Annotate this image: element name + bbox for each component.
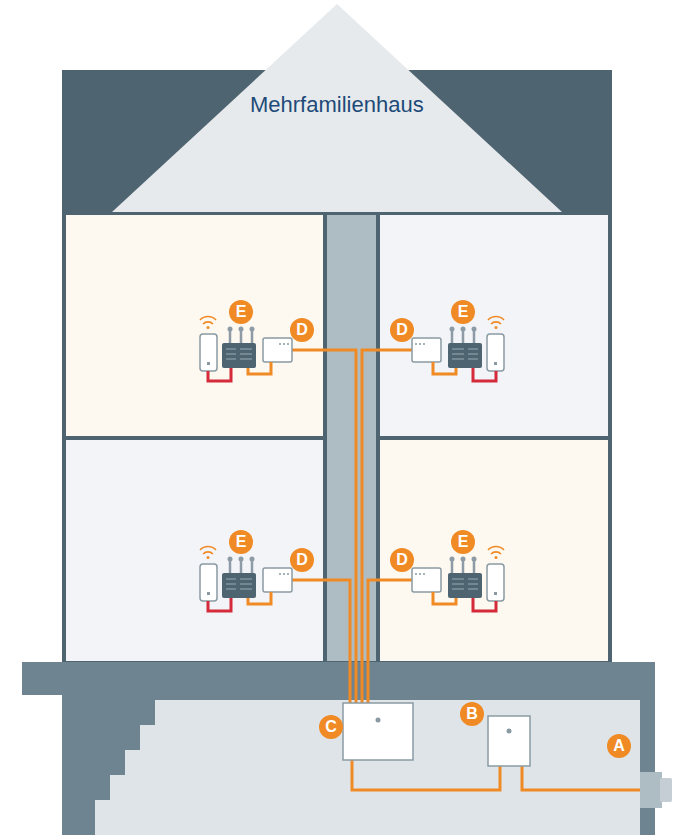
callout-letter: E [229,530,253,554]
callout-letter: D [290,548,314,572]
callout-letter: A [607,734,631,758]
callout-letter: E [229,300,253,324]
callout-letter: D [390,548,414,572]
callout-letter: D [290,318,314,342]
callout-letter: B [460,702,484,726]
diagram-title: Mehrfamilienhaus [250,92,424,118]
callout-letter: E [451,300,475,324]
callout-letter: E [451,530,475,554]
callout-letter: C [319,715,343,739]
callout-letter: D [390,318,414,342]
